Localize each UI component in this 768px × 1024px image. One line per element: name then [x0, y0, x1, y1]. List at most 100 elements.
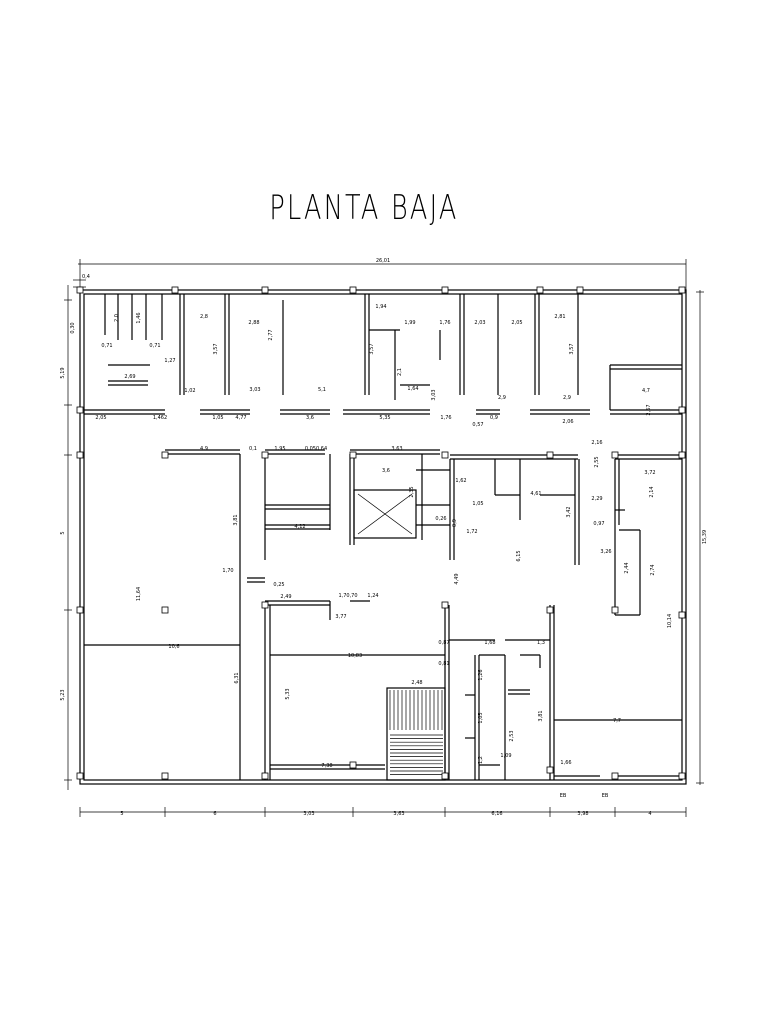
- dimension-label: 10,14: [667, 614, 673, 628]
- dimension-label: 2,81: [554, 314, 565, 320]
- column-square: [349, 761, 357, 769]
- column-square: [576, 286, 584, 294]
- dimension-label: 1,02: [184, 388, 195, 394]
- dimension-label: 1,68: [484, 640, 495, 646]
- dimension-label: 1,05: [478, 712, 484, 723]
- dimension-label: 2,14: [649, 486, 655, 497]
- dimension-label: 1,462: [153, 415, 167, 421]
- dimension-label: 10,6: [168, 644, 179, 650]
- dimension-label: 1,09: [500, 753, 511, 759]
- column-square: [441, 772, 449, 780]
- column-square: [546, 766, 554, 774]
- dimension-label: 1,05: [472, 501, 483, 507]
- dimension-label: 4,77: [235, 415, 246, 421]
- dimension-label: 2,77: [268, 329, 274, 340]
- dimension-label: 2,8: [200, 314, 208, 320]
- dimension-label: 3,57: [213, 343, 219, 354]
- column-square: [441, 601, 449, 609]
- dimension-label: 4,61: [530, 491, 541, 497]
- column-square: [611, 606, 619, 614]
- total-height-label: 15,39: [702, 530, 708, 544]
- column-square: [678, 772, 686, 780]
- dimension-label: 3,72: [644, 470, 655, 476]
- dimension-label: 7,7: [613, 718, 621, 724]
- dimension-label: 0,71: [149, 343, 160, 349]
- dimension-label: 1,99: [404, 320, 415, 326]
- dimension-label: 3,42: [566, 506, 572, 517]
- column-square: [678, 286, 686, 294]
- dimension-label: 0,1: [249, 446, 257, 452]
- dimension-label: 2,88: [248, 320, 259, 326]
- dimension-label: 1,05: [212, 415, 223, 421]
- dimension-label: 2,48: [411, 680, 422, 686]
- dimension-label: 1,26: [478, 669, 484, 680]
- dimension-label: 4: [648, 811, 651, 817]
- dimension-label: 3,03: [303, 811, 314, 817]
- column-square: [546, 451, 554, 459]
- dimension-label: 2,9: [498, 395, 506, 401]
- dimension-label: 2,05: [511, 320, 522, 326]
- dimension-label: 0,9: [452, 519, 458, 527]
- dimension-label: 2,74: [650, 564, 656, 575]
- dimension-label: 1,72: [466, 529, 477, 535]
- dimension-label: 3,03: [431, 389, 437, 400]
- column-square: [261, 772, 269, 780]
- column-square: [171, 286, 179, 294]
- column-square: [611, 772, 619, 780]
- dimension-label: 1,24: [367, 593, 378, 599]
- dimension-label: 5,1: [318, 387, 326, 393]
- column-square: [261, 601, 269, 609]
- dimension-label: 2,55: [594, 456, 600, 467]
- dimension-label: 0,71: [101, 343, 112, 349]
- dimension-label: 3,81: [538, 710, 544, 721]
- dimension-label: 0,30: [70, 322, 76, 333]
- dimension-label: 1,27: [164, 358, 175, 364]
- dimension-label: 4,12: [294, 524, 305, 530]
- dimension-label: 5,19: [60, 367, 66, 378]
- dimension-label: 10,83: [348, 653, 362, 659]
- column-square: [349, 286, 357, 294]
- dimension-label: 2,35: [409, 486, 415, 497]
- dimension-label: 2,67: [646, 404, 652, 415]
- dimension-label: 3,63: [391, 446, 402, 452]
- dimension-label: 1,76: [439, 320, 450, 326]
- column-square: [161, 451, 169, 459]
- dimension-label: 4,9: [200, 446, 208, 452]
- dimension-label: 1,2: [478, 756, 484, 764]
- dimension-label: 2,03: [474, 320, 485, 326]
- small-dim-label: 0,4: [82, 274, 90, 280]
- column-square: [678, 611, 686, 619]
- dimension-label: 1,94: [375, 304, 386, 310]
- dimension-label: 2,05: [95, 415, 106, 421]
- dimension-label: 6,16: [491, 811, 502, 817]
- column-square: [441, 451, 449, 459]
- dimension-label: 2,53: [509, 730, 515, 741]
- dimension-label: 1,64: [407, 386, 418, 392]
- column-square: [536, 286, 544, 294]
- dimension-label: 6,15: [516, 550, 522, 561]
- dimension-label: 3,63: [393, 811, 404, 817]
- column-square: [261, 451, 269, 459]
- dimension-label: 7,38: [321, 763, 332, 769]
- dimension-label: 6: [213, 811, 216, 817]
- column-square: [76, 606, 84, 614]
- dimension-label: 5,23: [60, 689, 66, 700]
- dimension-label: 3,26: [600, 549, 611, 555]
- dimension-label: 0,81: [438, 661, 449, 667]
- column-square: [76, 286, 84, 294]
- dimension-label: 0,97: [593, 521, 604, 527]
- dimension-label: 0,9: [490, 415, 498, 421]
- column-square: [261, 286, 269, 294]
- dimension-label: 4,49: [454, 573, 460, 584]
- dimension-label: 1,46: [136, 312, 142, 323]
- column-square: [349, 451, 357, 459]
- column-square: [161, 772, 169, 780]
- column-square: [76, 406, 84, 414]
- column-square: [76, 451, 84, 459]
- dimension-label: 3,98: [577, 811, 588, 817]
- dimension-label: 3,6: [306, 415, 314, 421]
- dimension-label: 1,62: [455, 478, 466, 484]
- dimension-label: 3,57: [569, 343, 575, 354]
- dimension-label: 2,29: [591, 496, 602, 502]
